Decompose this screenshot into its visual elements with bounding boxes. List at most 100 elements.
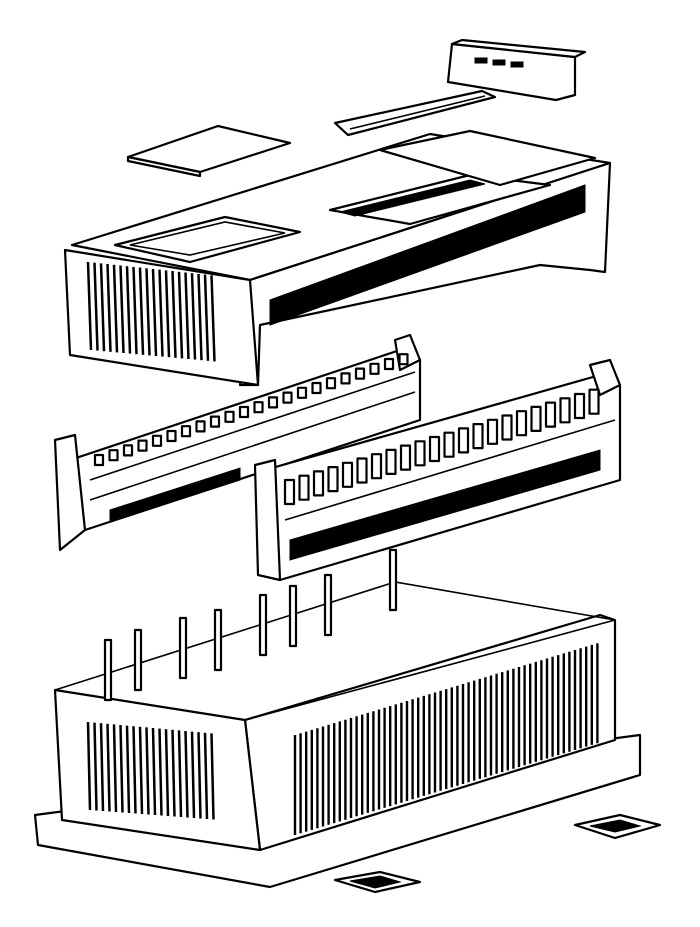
vent-slot (158, 728, 163, 816)
vent-slot (125, 725, 131, 814)
vent-slot (210, 275, 216, 362)
terminal-tooth (443, 431, 455, 458)
terminal-tooth (311, 381, 322, 395)
terminal-tooth (312, 470, 325, 497)
terminal-tooth (457, 427, 470, 454)
upper-housing (63, 129, 612, 387)
vent-slot (184, 272, 190, 360)
terminal-tooth (398, 353, 409, 366)
terminal-tooth (238, 405, 250, 419)
terminal-tooth (166, 429, 177, 443)
terminal-tooth (530, 405, 542, 432)
upper-left-vents (86, 261, 216, 362)
vent-slot (190, 731, 196, 819)
terminal-tooth (209, 415, 221, 428)
terminal-tooth (93, 453, 105, 467)
vent-slot (99, 723, 105, 812)
vent-slot (145, 727, 150, 815)
post (288, 584, 298, 648)
terminal-tooth (195, 420, 206, 433)
vent-slot (158, 269, 164, 357)
terminal-tooth (472, 423, 484, 450)
terminal-tooth (283, 478, 296, 506)
terminal-tooth (296, 386, 308, 399)
terminal-tooth (122, 444, 134, 457)
lower-base-housing (33, 548, 642, 889)
terminal-tooth (588, 388, 600, 415)
terminal-tooth (253, 401, 264, 414)
terminal-tooth (180, 425, 192, 438)
foot-clip-bottom (333, 870, 422, 894)
terminal-tooth (399, 444, 412, 471)
vent-slot (112, 724, 118, 813)
terminal-tooth (151, 434, 163, 447)
vent-slot (177, 730, 183, 818)
terminal-tooth (325, 377, 337, 390)
terminal-tooth (414, 440, 426, 467)
vent-slot (119, 265, 125, 354)
vent-slot (132, 266, 138, 355)
vent-slot (164, 270, 171, 358)
terminal-tooth (282, 391, 293, 404)
vent-slot (106, 723, 111, 812)
vent-slot (151, 268, 158, 357)
vent-slot (99, 263, 106, 352)
post (213, 608, 223, 672)
vent-slot (112, 264, 119, 353)
terminal-tooth (137, 439, 148, 452)
terminal-tooth (354, 367, 366, 380)
terminal-tooth (298, 474, 310, 501)
vent-slot (151, 727, 157, 816)
right-block-terminals (283, 388, 600, 506)
terminal-tooth (383, 357, 395, 371)
vent-slot (171, 729, 176, 817)
foot-clip-right (573, 813, 662, 840)
vent-slot (93, 722, 98, 811)
post (178, 616, 188, 680)
cover-plate (126, 124, 292, 178)
terminal-tooth (224, 410, 235, 423)
terminal-tooth (428, 435, 441, 463)
lower-left-vents (86, 721, 215, 820)
terminal-tooth (341, 461, 354, 488)
terminal-tooth (370, 453, 383, 480)
terminal-tooth (515, 410, 528, 437)
vent-slot (93, 262, 99, 351)
terminal-tooth (501, 414, 513, 441)
vent-slot (145, 268, 151, 356)
vent-slot (184, 730, 189, 818)
right-terminal-block (253, 358, 622, 582)
terminal-tooth (573, 392, 586, 420)
vent-slot (119, 724, 124, 813)
vent-slot (164, 729, 170, 817)
ribbon-strip (333, 89, 497, 137)
terminal-tooth (559, 397, 571, 424)
vent-slot (132, 726, 137, 814)
post (388, 548, 398, 612)
vent-slot (203, 274, 210, 361)
top-connector-module (446, 38, 587, 102)
vent-slot (125, 266, 132, 354)
terminal-tooth (108, 449, 119, 462)
terminal-tooth (369, 362, 380, 375)
lower-right-vents (293, 643, 599, 835)
post (133, 628, 143, 692)
terminal-tooth (267, 396, 279, 409)
left-terminal-block (53, 333, 422, 552)
vent-slot (203, 732, 209, 820)
terminal-tooth (544, 401, 557, 428)
terminal-tooth (385, 448, 397, 475)
vent-slot (197, 273, 203, 361)
vent-slot (197, 732, 202, 819)
vent-slot (171, 271, 177, 358)
vent-slot (86, 721, 92, 811)
vent-slot (106, 264, 112, 352)
post (103, 638, 113, 702)
terminal-tooth (340, 372, 351, 385)
terminal-tooth (486, 418, 499, 445)
left-block-terminals (93, 353, 409, 467)
terminal-tooth (356, 457, 368, 484)
vent-slot (138, 726, 144, 815)
